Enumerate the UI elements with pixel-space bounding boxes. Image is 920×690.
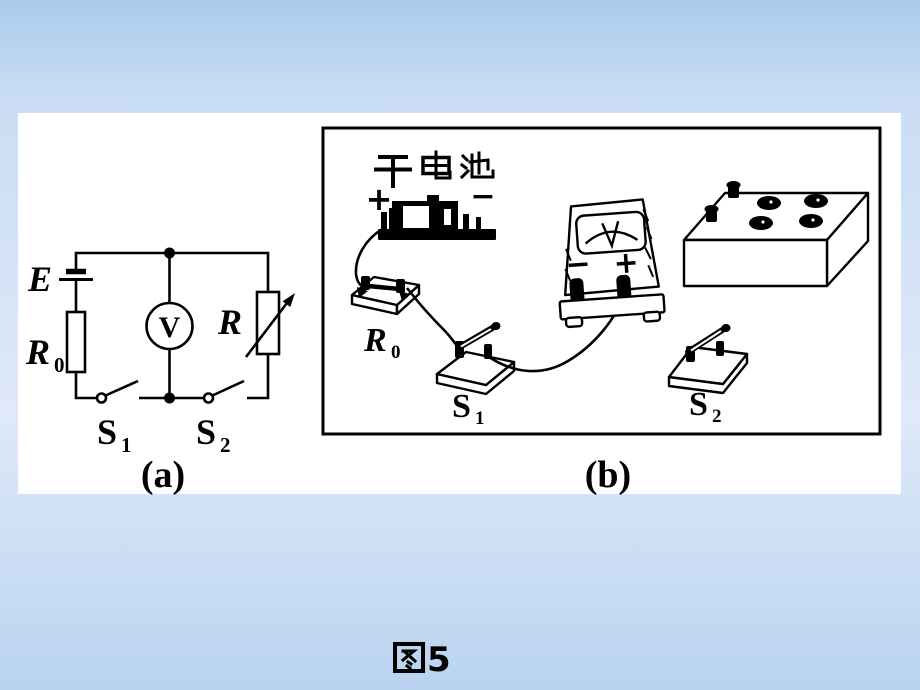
switch-s1-symbol: [95, 379, 139, 404]
switch-s1-illustration: [435, 322, 516, 396]
r0-label-b: R 0: [363, 322, 401, 363]
voltmeter-circle: [145, 301, 194, 351]
top-wire: [74, 251, 270, 292]
s2-to-r-wire: [247, 354, 270, 400]
figure-caption-text: 图5: [395, 639, 446, 676]
bottom-junction-dot: [164, 392, 175, 404]
figure-caption: 5 图5: [393, 639, 451, 680]
meter-needle: [601, 220, 620, 250]
s2-lever: [211, 379, 245, 397]
figure-caption-number: 5: [427, 640, 451, 680]
battery-symbol: [59, 268, 93, 281]
switch-s2-symbol: [202, 379, 245, 404]
rheostat-body: [255, 290, 281, 356]
panel-b-frame: [321, 126, 882, 436]
battery-holder-illustration: [378, 195, 496, 240]
panel-b-caption: (b): [585, 454, 631, 496]
s2-label-b: S 2: [689, 386, 722, 427]
s1-contact: [95, 392, 108, 404]
top-junction-dot: [164, 247, 175, 259]
meter-base: [558, 293, 666, 321]
meter-plus-post: [616, 274, 632, 301]
rheostat-label: R: [217, 302, 242, 342]
meter-foot-right: [642, 310, 662, 323]
r0-plate-illustration: [350, 275, 421, 316]
rheostat-symbol: [244, 290, 295, 358]
apparatus-panel-b: 干电池 + −: [321, 126, 882, 496]
resistance-box-illustration: [682, 181, 870, 288]
s1-label: S 1: [97, 412, 132, 457]
glyph-gan: [374, 155, 412, 188]
panel-a-caption: (a): [141, 454, 185, 496]
battery-label: E: [27, 259, 52, 299]
meter-foot-left: [564, 316, 584, 329]
s1-lever: [104, 379, 139, 397]
r0-label: R 0: [25, 332, 65, 377]
r0-resistor-symbol: [65, 310, 87, 374]
wire-r0-to-s1: [405, 287, 460, 348]
meter-scale-arc: [584, 230, 639, 245]
battery-plus-sign: +: [366, 180, 393, 218]
s2-contact: [202, 392, 215, 404]
voltmeter-illustration: − +: [558, 198, 666, 329]
rheostat-arrow-head: [282, 293, 295, 307]
voltmeter-symbol: V: [145, 301, 194, 351]
circuit-schematic-a: V E R 0 R S 1: [25, 247, 295, 496]
battery-minus-sign: −: [470, 179, 495, 214]
box-front-face: [682, 238, 829, 288]
meter-texture: [564, 209, 655, 282]
glyph-dian: [421, 150, 452, 180]
rheostat-arrow-shaft: [244, 298, 292, 358]
s1-label-b: S 1: [452, 388, 485, 429]
dry-battery-label-glyphs: [374, 150, 495, 188]
r0-to-s1-wire: [74, 372, 97, 400]
glyph-chi: [459, 151, 495, 180]
meter-minus-post: [569, 278, 585, 304]
s2-label: S 2: [196, 412, 231, 457]
glyph-tu: [393, 642, 425, 673]
voltmeter-label: V: [159, 311, 181, 344]
switch-s2-illustration: [667, 324, 749, 395]
